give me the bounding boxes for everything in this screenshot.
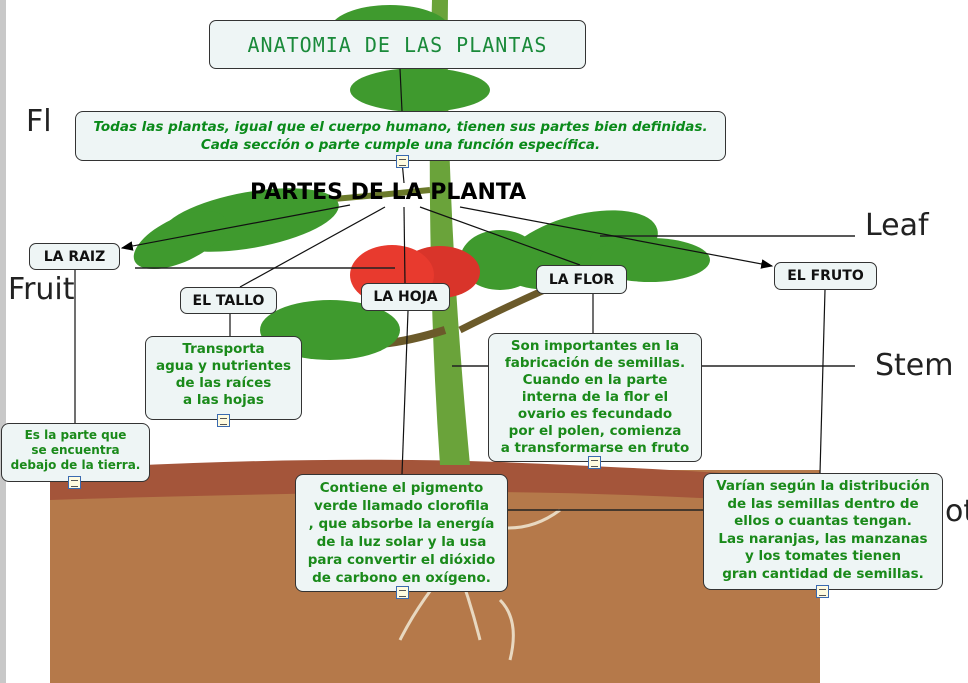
intro-line-2: Cada sección o parte cumple una función … <box>200 137 601 153</box>
central-concept[interactable]: PARTES DE LA PLANTA <box>250 180 527 205</box>
note-icon[interactable] <box>68 476 81 489</box>
desc-hoja[interactable]: Contiene el pigmento verde llamado cloro… <box>295 474 508 592</box>
intro-line-1: Todas las plantas, igual que el cuerpo h… <box>93 119 708 135</box>
bg-label-fruit: Fruit <box>8 272 75 307</box>
node-la-flor[interactable]: LA FLOR <box>536 265 627 294</box>
bg-label-flower: Fl <box>26 104 52 139</box>
note-icon[interactable] <box>816 585 829 598</box>
desc-flor[interactable]: Son importantes en la fabricación de sem… <box>488 333 702 462</box>
note-icon[interactable] <box>588 456 601 469</box>
bg-label-stem: Stem <box>875 348 954 383</box>
note-icon[interactable] <box>396 155 409 168</box>
map-title[interactable]: ANATOMIA DE LAS PLANTAS <box>209 20 586 69</box>
node-el-fruto[interactable]: EL FRUTO <box>774 262 877 290</box>
node-la-raiz[interactable]: LA RAIZ <box>29 243 120 270</box>
desc-fruto[interactable]: Varían según la distribución de las semi… <box>703 473 943 590</box>
desc-tallo[interactable]: Transporta agua y nutrientes de las raíc… <box>145 336 302 420</box>
window-edge <box>0 0 6 683</box>
note-icon[interactable] <box>217 414 230 427</box>
note-icon[interactable] <box>396 586 409 599</box>
desc-raiz[interactable]: Es la parte que se encuentra debajo de l… <box>1 423 150 482</box>
intro-node[interactable]: Todas las plantas, igual que el cuerpo h… <box>75 111 726 161</box>
node-el-tallo[interactable]: EL TALLO <box>180 287 277 314</box>
node-la-hoja[interactable]: LA HOJA <box>361 283 450 311</box>
bg-label-root: ot <box>945 494 968 529</box>
bg-label-leaf: Leaf <box>865 208 929 243</box>
